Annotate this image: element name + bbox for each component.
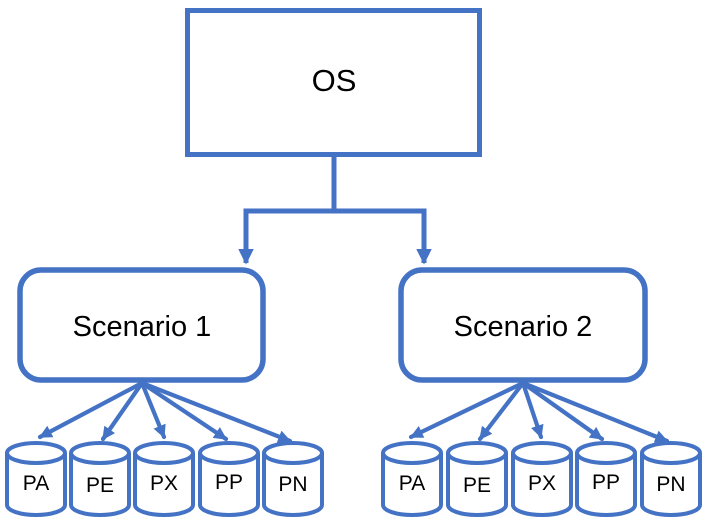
- cylinder-label: PE: [463, 474, 491, 497]
- db-cylinder: PA: [5, 441, 67, 517]
- cylinder-label: PE: [86, 474, 114, 497]
- cylinder-top: [446, 441, 508, 465]
- fan-arrow: [520, 380, 670, 444]
- cylinder-top: [5, 441, 67, 465]
- db-cylinder: PX: [133, 441, 195, 517]
- node-os: OS: [185, 8, 482, 157]
- fan-arrow: [520, 380, 544, 440]
- node-scenario-2-label: Scenario 2: [454, 311, 593, 343]
- cylinder-label: PP: [592, 471, 620, 494]
- cylinder-body: [133, 453, 195, 517]
- cylinder-label: PP: [215, 471, 243, 494]
- fan-arrows-scenario-2: [408, 380, 670, 444]
- cylinder-body: [69, 453, 131, 517]
- fan-arrow: [100, 380, 145, 442]
- db-cylinder: PP: [198, 441, 260, 517]
- fan-arrow: [408, 380, 526, 440]
- cylinder-label: PX: [150, 472, 178, 495]
- fan-arrow: [520, 380, 605, 442]
- cylinder-label: PX: [528, 472, 556, 495]
- cylinder-top: [133, 441, 195, 465]
- cylinder-top: [69, 441, 131, 465]
- connector-os-to-scenarios: [238, 155, 432, 265]
- fan-arrows-scenario-1: [37, 380, 293, 444]
- fan-arrow: [139, 380, 167, 440]
- fan-arrow: [477, 380, 526, 442]
- db-group-scenario-1: PA PE PX PP PN: [5, 441, 324, 517]
- cylinder-body: [262, 453, 324, 517]
- db-cylinder: PN: [262, 441, 324, 517]
- cylinder-top: [381, 441, 443, 465]
- cylinder-body: [198, 453, 260, 517]
- db-cylinder: PP: [575, 441, 637, 517]
- fan-arrow: [139, 380, 229, 442]
- db-cylinder: PN: [640, 441, 702, 517]
- node-scenario-1: Scenario 1: [17, 267, 266, 383]
- cylinder-top: [198, 441, 260, 465]
- node-scenario-2-box: [398, 267, 648, 383]
- cylinder-body: [640, 453, 702, 517]
- fan-arrow: [37, 380, 145, 440]
- cylinder-body: [5, 453, 67, 517]
- cylinder-body: [381, 453, 443, 517]
- node-scenario-2: Scenario 2: [398, 267, 648, 383]
- cylinder-top: [262, 441, 324, 465]
- fan-arrow: [139, 380, 293, 444]
- cylinder-label: PN: [656, 473, 685, 496]
- db-cylinder: PE: [446, 441, 508, 517]
- db-cylinder: PE: [69, 441, 131, 517]
- cylinder-label: PN: [278, 473, 307, 496]
- cylinder-top: [640, 441, 702, 465]
- cylinder-top: [575, 441, 637, 465]
- node-os-box: [185, 8, 482, 157]
- db-group-scenario-2: PA PE PX PP PN: [381, 441, 702, 517]
- db-cylinder: PA: [381, 441, 443, 517]
- cylinder-body: [446, 453, 508, 517]
- node-os-label: OS: [312, 63, 357, 98]
- cylinder-body: [511, 453, 573, 517]
- cylinder-label: PA: [23, 472, 49, 495]
- node-scenario-1-label: Scenario 1: [73, 311, 212, 343]
- db-cylinder: PX: [511, 441, 573, 517]
- cylinder-body: [575, 453, 637, 517]
- cylinder-label: PA: [399, 472, 425, 495]
- cylinder-top: [511, 441, 573, 465]
- node-scenario-1-box: [17, 267, 266, 383]
